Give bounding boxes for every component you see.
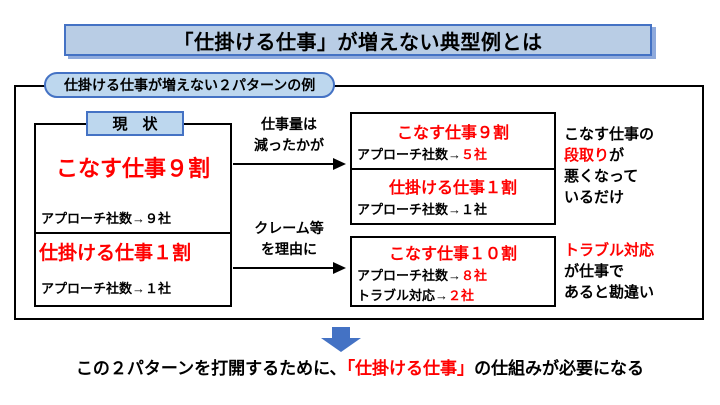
pattern1-sub1: アプローチ社数→５社: [357, 144, 549, 163]
note1-line4: いるだけ: [564, 189, 625, 206]
down-arrow-icon: [321, 327, 361, 352]
pattern1-bottom: 仕掛ける仕事１割 アプローチ社数→１社: [352, 167, 554, 224]
pattern2-sub1-label: アプローチ社数→: [357, 267, 462, 283]
transition1-label: 仕事量は 減ったかが: [233, 114, 345, 156]
pattern1-work1: こなす仕事９割: [396, 124, 509, 142]
pattern2-note: トラブル対応 が仕事で あると勘違い: [564, 240, 716, 303]
note1-line2-red: 段取り: [564, 147, 610, 164]
pattern2-sub2-label: トラブル対応→: [357, 287, 449, 303]
conclusion-pre: この２パターンを打開するために、: [75, 359, 347, 378]
pattern1-sub1-value: ５社: [461, 146, 488, 162]
pattern1-top: こなす仕事９割 アプローチ社数→５社: [352, 114, 554, 168]
pattern2-sub1: アプローチ社数→８社: [357, 265, 549, 284]
arrow-to-pattern2-icon: [233, 262, 346, 274]
pattern2-sub1-value: ８社: [461, 267, 488, 283]
note1-line2-black: が: [609, 147, 625, 164]
frame-label: 仕掛ける仕事が増えない２パターンの例: [44, 72, 336, 98]
transition2-label: クレーム等 を理由に: [233, 218, 345, 260]
conclusion-text: この２パターンを打開するために、「仕掛ける仕事」の仕組みが必要になる: [0, 354, 720, 379]
transition2-line1: クレーム等: [254, 220, 324, 236]
note2-line2: が仕事で: [564, 263, 625, 280]
pattern2-sub2: トラブル対応→２社: [357, 285, 549, 304]
current-state-box: こなす仕事９割 アプローチ社数→９社 仕掛ける仕事１割 アプローチ社数→１社: [34, 123, 232, 307]
current-bottom-section: 仕掛ける仕事１割 アプローチ社数→１社: [36, 232, 230, 305]
current-work2: 仕掛ける仕事１割: [39, 243, 192, 265]
pattern1-note: こなす仕事の 段取りが 悪くなって いるだけ: [564, 124, 716, 208]
note1-line3: 悪くなって: [564, 168, 639, 185]
conclusion-highlight: 「仕掛ける仕事」: [346, 359, 475, 378]
title-banner: 「仕掛ける仕事」が増えない典型例とは: [64, 24, 652, 56]
note2-line3: あると勘違い: [564, 284, 655, 301]
pattern1-sub1-label: アプローチ社数→: [357, 146, 462, 162]
current-top-section: こなす仕事９割 アプローチ社数→９社: [36, 125, 230, 232]
pattern2-sub2-value: ２社: [448, 287, 475, 303]
current-state-header: 現 状: [112, 116, 158, 133]
note1-line1: こなす仕事の: [564, 126, 655, 143]
note1-line2: 段取りが: [564, 145, 716, 166]
pattern1-box: こなす仕事９割 アプローチ社数→５社 仕掛ける仕事１割 アプローチ社数→１社: [350, 112, 556, 225]
pattern2-work1: こなす仕事１０割: [388, 245, 517, 263]
arrow-to-pattern1-icon: [233, 158, 346, 170]
conclusion-post: の仕組みが必要になる: [474, 359, 645, 378]
current-sub2: アプローチ社数→１社: [41, 281, 172, 296]
current-sub1: アプローチ社数→９社: [41, 211, 172, 227]
transition1-line2: 減ったかが: [254, 137, 324, 153]
note2-line1: トラブル対応: [564, 242, 655, 259]
transition1-line1: 仕事量は: [261, 116, 317, 132]
pattern2-box: こなす仕事１０割 アプローチ社数→８社 トラブル対応→２社: [350, 236, 556, 307]
current-state-tab: 現 状: [86, 111, 184, 136]
pattern1-work2: 仕掛ける仕事１割: [388, 180, 517, 198]
frame-label-text: 仕掛ける仕事が増えない２パターンの例: [64, 77, 316, 93]
transition2-line2: を理由に: [261, 241, 317, 257]
current-work1: こなす仕事９割: [55, 156, 210, 181]
pattern1-sub2: アプローチ社数→１社: [357, 202, 488, 218]
page-title: 「仕掛ける仕事」が増えない典型例とは: [173, 31, 543, 54]
